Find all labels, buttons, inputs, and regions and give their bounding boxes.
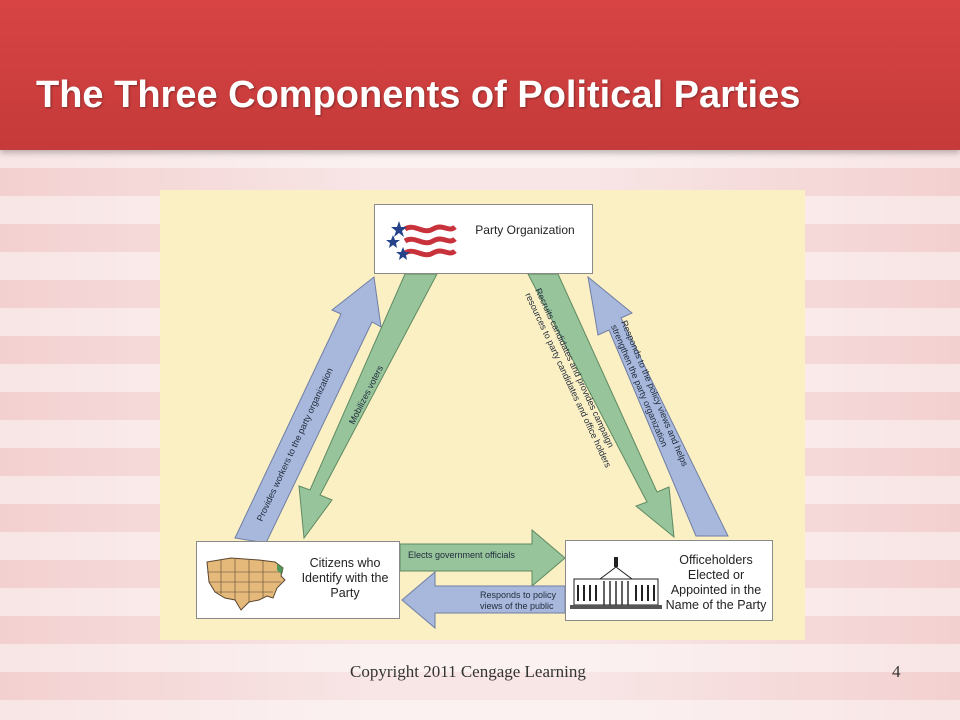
label-responds-public: Responds to policy views of the public: [480, 590, 559, 611]
page-number: 4: [892, 662, 901, 681]
node-citizens: Citizens who Identify with the Party: [196, 541, 400, 619]
arrow-responds-public: [401, 570, 566, 630]
arrow-provides-workers: [234, 276, 382, 544]
diagram-arrows: Provides workers to the party organizati…: [234, 273, 729, 630]
diagram-panel: Provides workers to the party organizati…: [160, 190, 805, 640]
arrow-responds-party: [587, 275, 729, 537]
copyright-text: Copyright 2011 Cengage Learning: [350, 662, 586, 681]
officeholders-label: Officeholders Elected or Appointed in th…: [665, 553, 767, 612]
arrow-mobilizes-voters: [298, 273, 438, 540]
arrow-recruits: [527, 273, 675, 539]
white-house-icon: [570, 557, 662, 609]
node-party-organization: Party Organization: [374, 204, 593, 274]
flag-icon: [386, 221, 457, 260]
citizens-label: Citizens who Identify with the Party: [301, 556, 389, 600]
node-officeholders: Officeholders Elected or Appointed in th…: [565, 540, 773, 621]
label-elects: Elects government officials: [408, 550, 515, 560]
party-organization-label: Party Organization: [475, 223, 575, 237]
title-bar: The Three Components of Political Partie…: [0, 0, 960, 150]
arrow-elects: [399, 528, 566, 588]
slide-title: The Three Components of Political Partie…: [36, 74, 801, 116]
us-map-icon: [206, 557, 286, 611]
